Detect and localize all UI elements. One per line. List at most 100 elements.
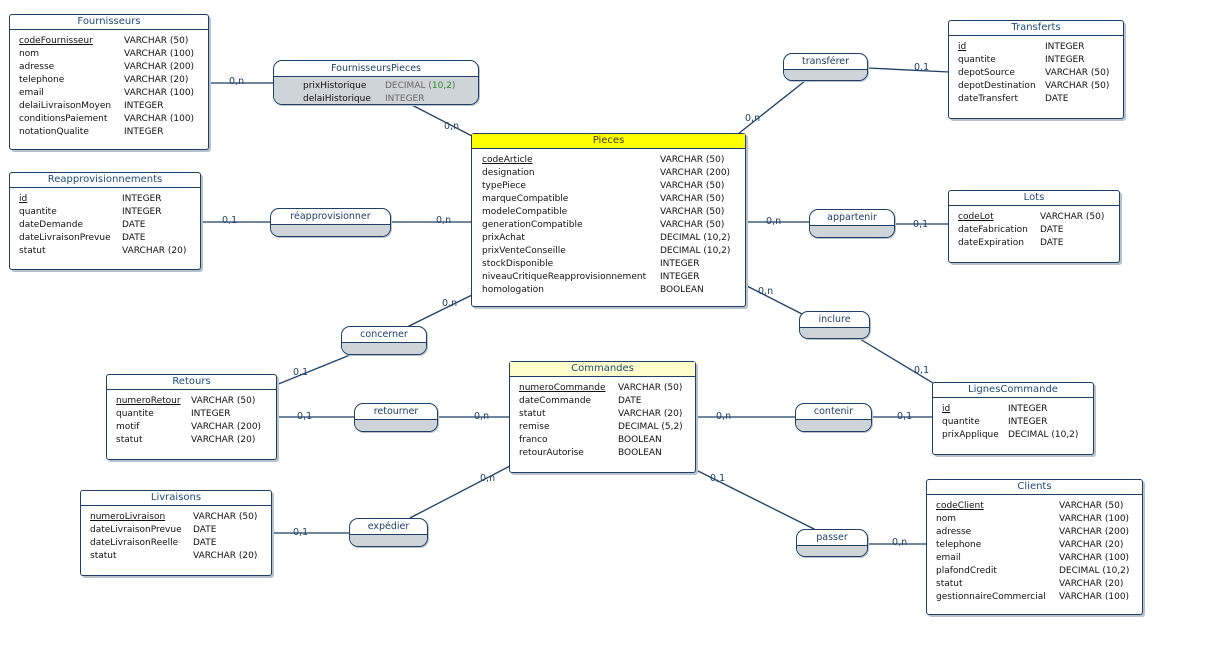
attribute-name: prixAchat (482, 233, 525, 243)
association-retourner[interactable]: retourner (354, 403, 438, 432)
attribute-name: typePiece (482, 181, 526, 191)
attribute-name: prixVenteConseille (482, 246, 566, 256)
attribute-type: VARCHAR (100) (1059, 592, 1130, 602)
attribute-name: motif (116, 422, 140, 432)
association-expedier[interactable]: expédier (349, 518, 428, 547)
attribute-type: INTEGER (1045, 55, 1085, 65)
cardinality-label: 0,1 (293, 367, 309, 378)
attribute-type: VARCHAR (50) (618, 383, 683, 393)
cardinality-label: 0,1 (897, 411, 913, 422)
attribute-name: stockDisponible (482, 259, 554, 269)
attribute-type: VARCHAR (100) (1059, 553, 1130, 563)
attribute-type: INTEGER (1008, 404, 1048, 414)
primary-key-name: numeroRetour (116, 396, 181, 406)
attribute-type: DATE (618, 396, 642, 406)
cardinality-label: 0,n (480, 473, 496, 484)
association-label: passer (797, 530, 867, 546)
attribute-name: generationCompatible (482, 220, 583, 230)
entity-title: Commandes (510, 362, 695, 377)
attribute-type: INTEGER (191, 409, 231, 419)
attribute-row: codeClient VARCHAR (50) (936, 500, 1142, 513)
association-transferer[interactable]: transférer (783, 53, 868, 81)
association-inclure[interactable]: inclure (799, 311, 870, 339)
attribute-name: telephone (19, 75, 65, 85)
attribute-type: INTEGER (124, 127, 164, 137)
attribute-type: VARCHAR (100) (124, 49, 195, 59)
primary-key-name: codeFournisseur (19, 36, 93, 46)
cardinality-label: 0,n (758, 286, 774, 297)
attribute-type: VARCHAR (50) (1059, 501, 1124, 511)
attribute-type: VARCHAR (50) (660, 207, 725, 217)
primary-key-name: codeLot (958, 212, 994, 222)
attribute-type: DATE (122, 220, 146, 230)
attribute-type: BOOLEAN (618, 435, 662, 445)
attribute-type: VARCHAR (200) (191, 422, 262, 432)
entity-title: Retours (107, 375, 276, 390)
attribute-type: BOOLEAN (618, 448, 662, 458)
association-concerner[interactable]: concerner (341, 326, 427, 355)
link-inclure-lignes (859, 338, 934, 384)
primary-key-name: id (942, 404, 951, 414)
cardinality-label: 0,1 (914, 62, 930, 73)
attribute-name: gestionnaireCommercial (936, 592, 1046, 602)
cardinality-label: 0,1 (914, 365, 930, 376)
attribute-type: DATE (1040, 225, 1064, 235)
association-appartenir[interactable]: appartenir (809, 209, 895, 238)
primary-key-name: id (958, 42, 967, 52)
association-contenir[interactable]: contenir (795, 403, 872, 432)
attribute-name: niveauCritiqueReapprovisionnement (482, 272, 647, 282)
cardinality-label: 0,1 (297, 411, 313, 422)
attribute-type: VARCHAR (20) (191, 435, 256, 445)
attribute-type: BOOLEAN (660, 285, 704, 295)
cardinality-label: 0,n (766, 216, 782, 227)
entity-title: Lots (949, 191, 1119, 206)
primary-key-name: id (19, 194, 28, 204)
attribute-name: statut (519, 409, 546, 419)
attribute-type: VARCHAR (20) (1059, 579, 1124, 589)
association-reapprovisionner[interactable]: réapprovisionner (270, 208, 391, 237)
primary-key-name: numeroLivraison (90, 512, 166, 522)
attribute-type: VARCHAR (50) (1045, 68, 1110, 78)
association-passer[interactable]: passer (796, 529, 868, 557)
attribute-type: INTEGER (122, 207, 162, 217)
attribute-name: adresse (19, 62, 55, 72)
cardinality-label: 0,n (474, 411, 490, 422)
attribute-name: dateFabrication (958, 225, 1028, 235)
attribute-row: id INTEGER (942, 403, 1093, 416)
attribute-name: delaiLivraisonMoyen (19, 101, 112, 111)
attribute-type: DECIMAL (5,2) (618, 422, 683, 432)
primary-key-name: codeClient (936, 501, 984, 511)
association-label: inclure (800, 312, 869, 328)
entity-title: Livraisons (81, 491, 271, 506)
attribute-type: VARCHAR (100) (124, 88, 195, 98)
cardinality-label: 0,n (444, 121, 460, 132)
